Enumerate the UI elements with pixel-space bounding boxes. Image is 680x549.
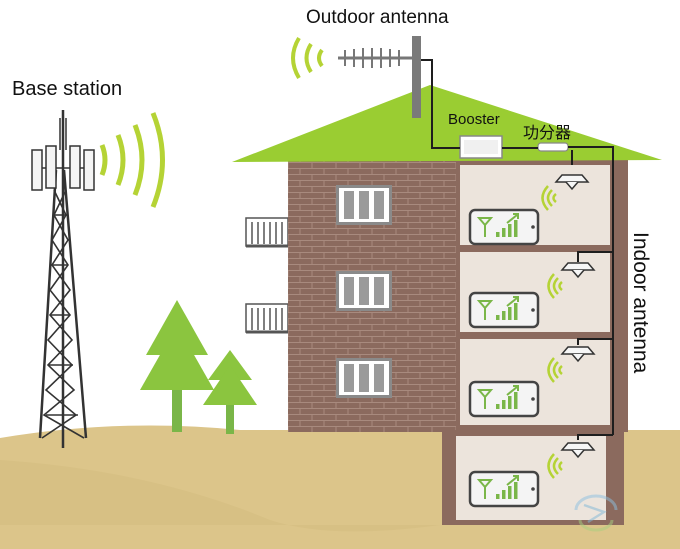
balcony-lower (245, 303, 290, 334)
window-middle (336, 271, 392, 311)
coax-cable (421, 59, 614, 440)
outdoor-antenna (338, 36, 421, 118)
booster-label: Booster (448, 111, 500, 128)
window-top (336, 185, 392, 225)
base-station-signal-icon (99, 112, 165, 208)
tree-small (203, 350, 257, 434)
roof (232, 85, 662, 162)
ground-mound (0, 460, 440, 532)
splitter-label: 功分器 (523, 123, 572, 142)
outdoor-antenna-signal-icon (291, 36, 324, 80)
balcony-upper (245, 217, 290, 248)
splitter-device (537, 142, 569, 152)
phone-signal-icon-floor-2 (468, 291, 540, 329)
booster-device (459, 135, 503, 159)
phone-signal-icon-floor-1 (468, 380, 540, 418)
outdoor-antenna-label: Outdoor antenna (306, 7, 449, 28)
tree-large (140, 300, 214, 432)
phone-signal-icon-floor-3 (468, 208, 540, 246)
phone-signal-icon-basement (468, 470, 540, 508)
base-station-tower (31, 110, 95, 448)
base-station-label: Base station (12, 78, 123, 100)
indoor-antenna-label: Indoor antenna (629, 232, 652, 374)
watermark-logo-icon (574, 494, 618, 532)
window-bottom (336, 358, 392, 398)
